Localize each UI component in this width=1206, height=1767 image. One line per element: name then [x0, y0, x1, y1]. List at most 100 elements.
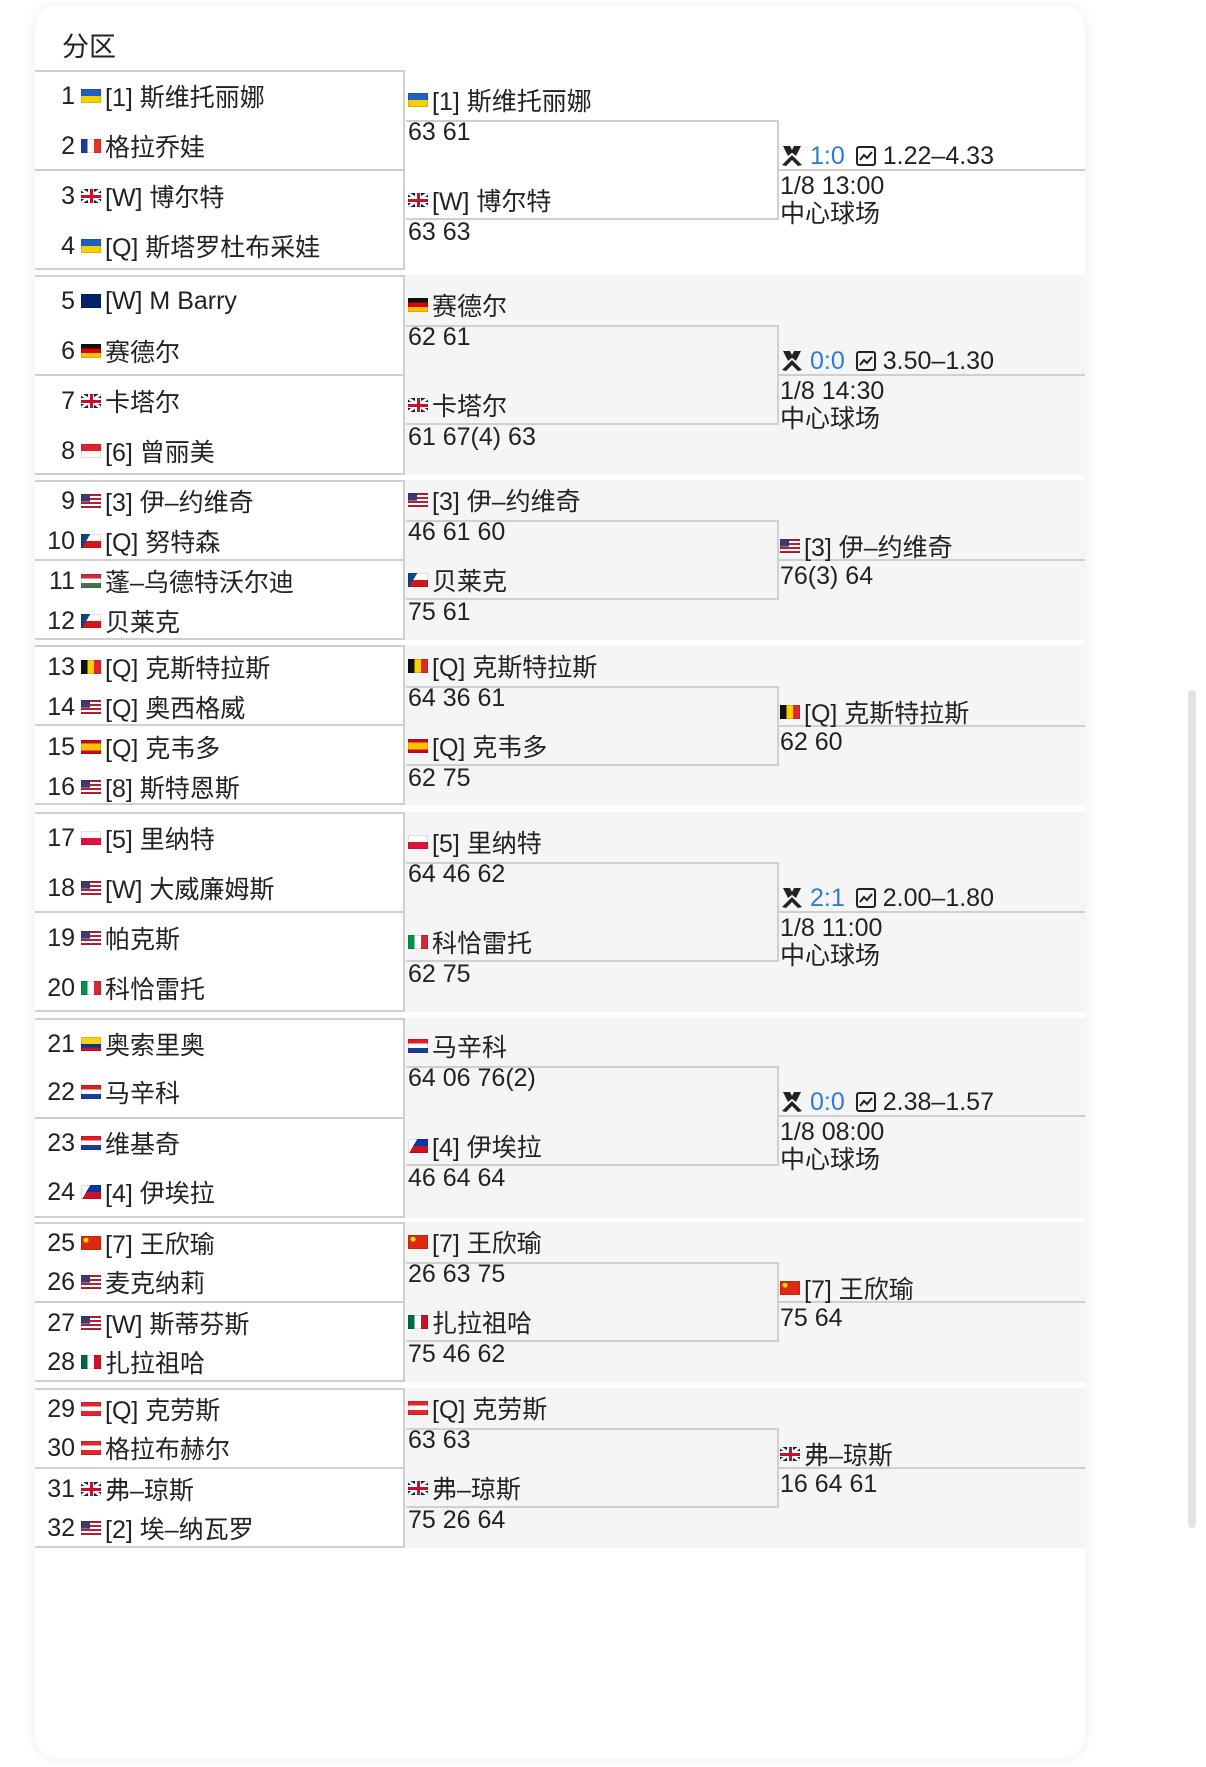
flag-icon-id [81, 444, 101, 458]
flag-icon-gb [81, 394, 101, 408]
match-time: 1/8 14:30 [780, 377, 885, 405]
seed-number: 31 [47, 1474, 75, 1503]
player-row[interactable]: 8[6] 曾丽美 [35, 435, 215, 468]
player-row[interactable]: 5[W] M Barry [35, 285, 237, 317]
court-name: 中心球场 [780, 200, 881, 228]
round2-bracket [406, 520, 779, 600]
flag-icon-cn [780, 1281, 800, 1295]
player-row[interactable]: 1[1] 斯维托丽娜 [35, 80, 265, 113]
odds-value[interactable]: 1.22–4.33 [882, 141, 994, 170]
player-name: 格拉乔娃 [105, 134, 206, 162]
odds-value[interactable]: 2.00–1.80 [882, 883, 994, 912]
flag-icon-us [81, 780, 101, 794]
flag-icon-at [81, 1441, 101, 1455]
flag-icon-it [81, 981, 101, 995]
round2-player: [Q] 克劳斯 [408, 1392, 547, 1424]
player-row[interactable]: 4[Q] 斯塔罗杜布采娃 [35, 230, 320, 263]
seed-number: 32 [47, 1513, 75, 1542]
seed-number: 24 [47, 1177, 75, 1206]
live-score[interactable]: 0:0 [810, 346, 845, 375]
player-name: [Q] 奥西格威 [105, 695, 246, 723]
player-row[interactable]: 18[W] 大威廉姆斯 [35, 872, 275, 905]
player-row[interactable]: 29[Q] 克劳斯 [35, 1393, 221, 1426]
player-row[interactable]: 10[Q] 努特森 [35, 525, 220, 558]
player-row[interactable]: 14[Q] 奥西格威 [35, 691, 246, 724]
round3-player: 弗–琼斯 [780, 1438, 893, 1470]
round2-player-name: 扎拉祖哈 [432, 1310, 533, 1338]
flag-icon-nz [81, 294, 101, 308]
flag-icon-at [81, 1402, 101, 1416]
player-name: [Q] 克劳斯 [105, 1397, 221, 1425]
round2-score: 64 06 76(2) [408, 1064, 536, 1092]
player-row[interactable]: 13[Q] 克斯特拉斯 [35, 651, 270, 684]
round3-line [779, 559, 1085, 561]
player-row[interactable]: 15[Q] 克韦多 [35, 731, 220, 764]
player-row[interactable]: 17[5] 里纳特 [35, 822, 215, 855]
player-name: 马辛科 [105, 1080, 181, 1108]
player-row[interactable]: 27[W] 斯蒂芬斯 [35, 1307, 249, 1340]
odds-value[interactable]: 3.50–1.30 [882, 346, 994, 375]
player-row[interactable]: 16[8] 斯特恩斯 [35, 771, 240, 804]
live-score[interactable]: 0:0 [810, 1087, 845, 1116]
player-row[interactable]: 22 马辛科 [35, 1076, 181, 1109]
player-row[interactable]: 3[W] 博尔特 [35, 180, 224, 213]
live-score[interactable]: 1:0 [810, 141, 845, 170]
round2-score: 46 61 60 [408, 518, 506, 546]
crossed-rackets-icon [782, 351, 802, 371]
player-name: 贝莱克 [105, 609, 181, 637]
player-row[interactable]: 32[2] 埃–纳瓦罗 [35, 1512, 253, 1545]
odds-value[interactable]: 2.38–1.57 [882, 1087, 994, 1116]
player-row[interactable]: 30 格拉布赫尔 [35, 1432, 231, 1465]
player-name: 奥索里奥 [105, 1032, 206, 1060]
round2-player: 弗–琼斯 [408, 1472, 521, 1504]
player-row[interactable]: 9[3] 伊–约维奇 [35, 485, 254, 518]
player-row[interactable]: 25[7] 王欣瑜 [35, 1227, 215, 1260]
seed-number: 30 [47, 1433, 75, 1462]
flag-icon-us [81, 931, 101, 945]
player-name: [W] 大威廉姆斯 [105, 876, 275, 904]
player-name: [6] 曾丽美 [105, 439, 215, 467]
player-name: 格拉布赫尔 [105, 1436, 231, 1464]
scrollbar[interactable] [1188, 690, 1196, 1528]
player-row[interactable]: 24[4] 伊埃拉 [35, 1176, 215, 1209]
flag-icon-es [408, 739, 428, 753]
seed-number: 22 [47, 1077, 75, 1106]
live-score[interactable]: 2:1 [810, 883, 845, 912]
